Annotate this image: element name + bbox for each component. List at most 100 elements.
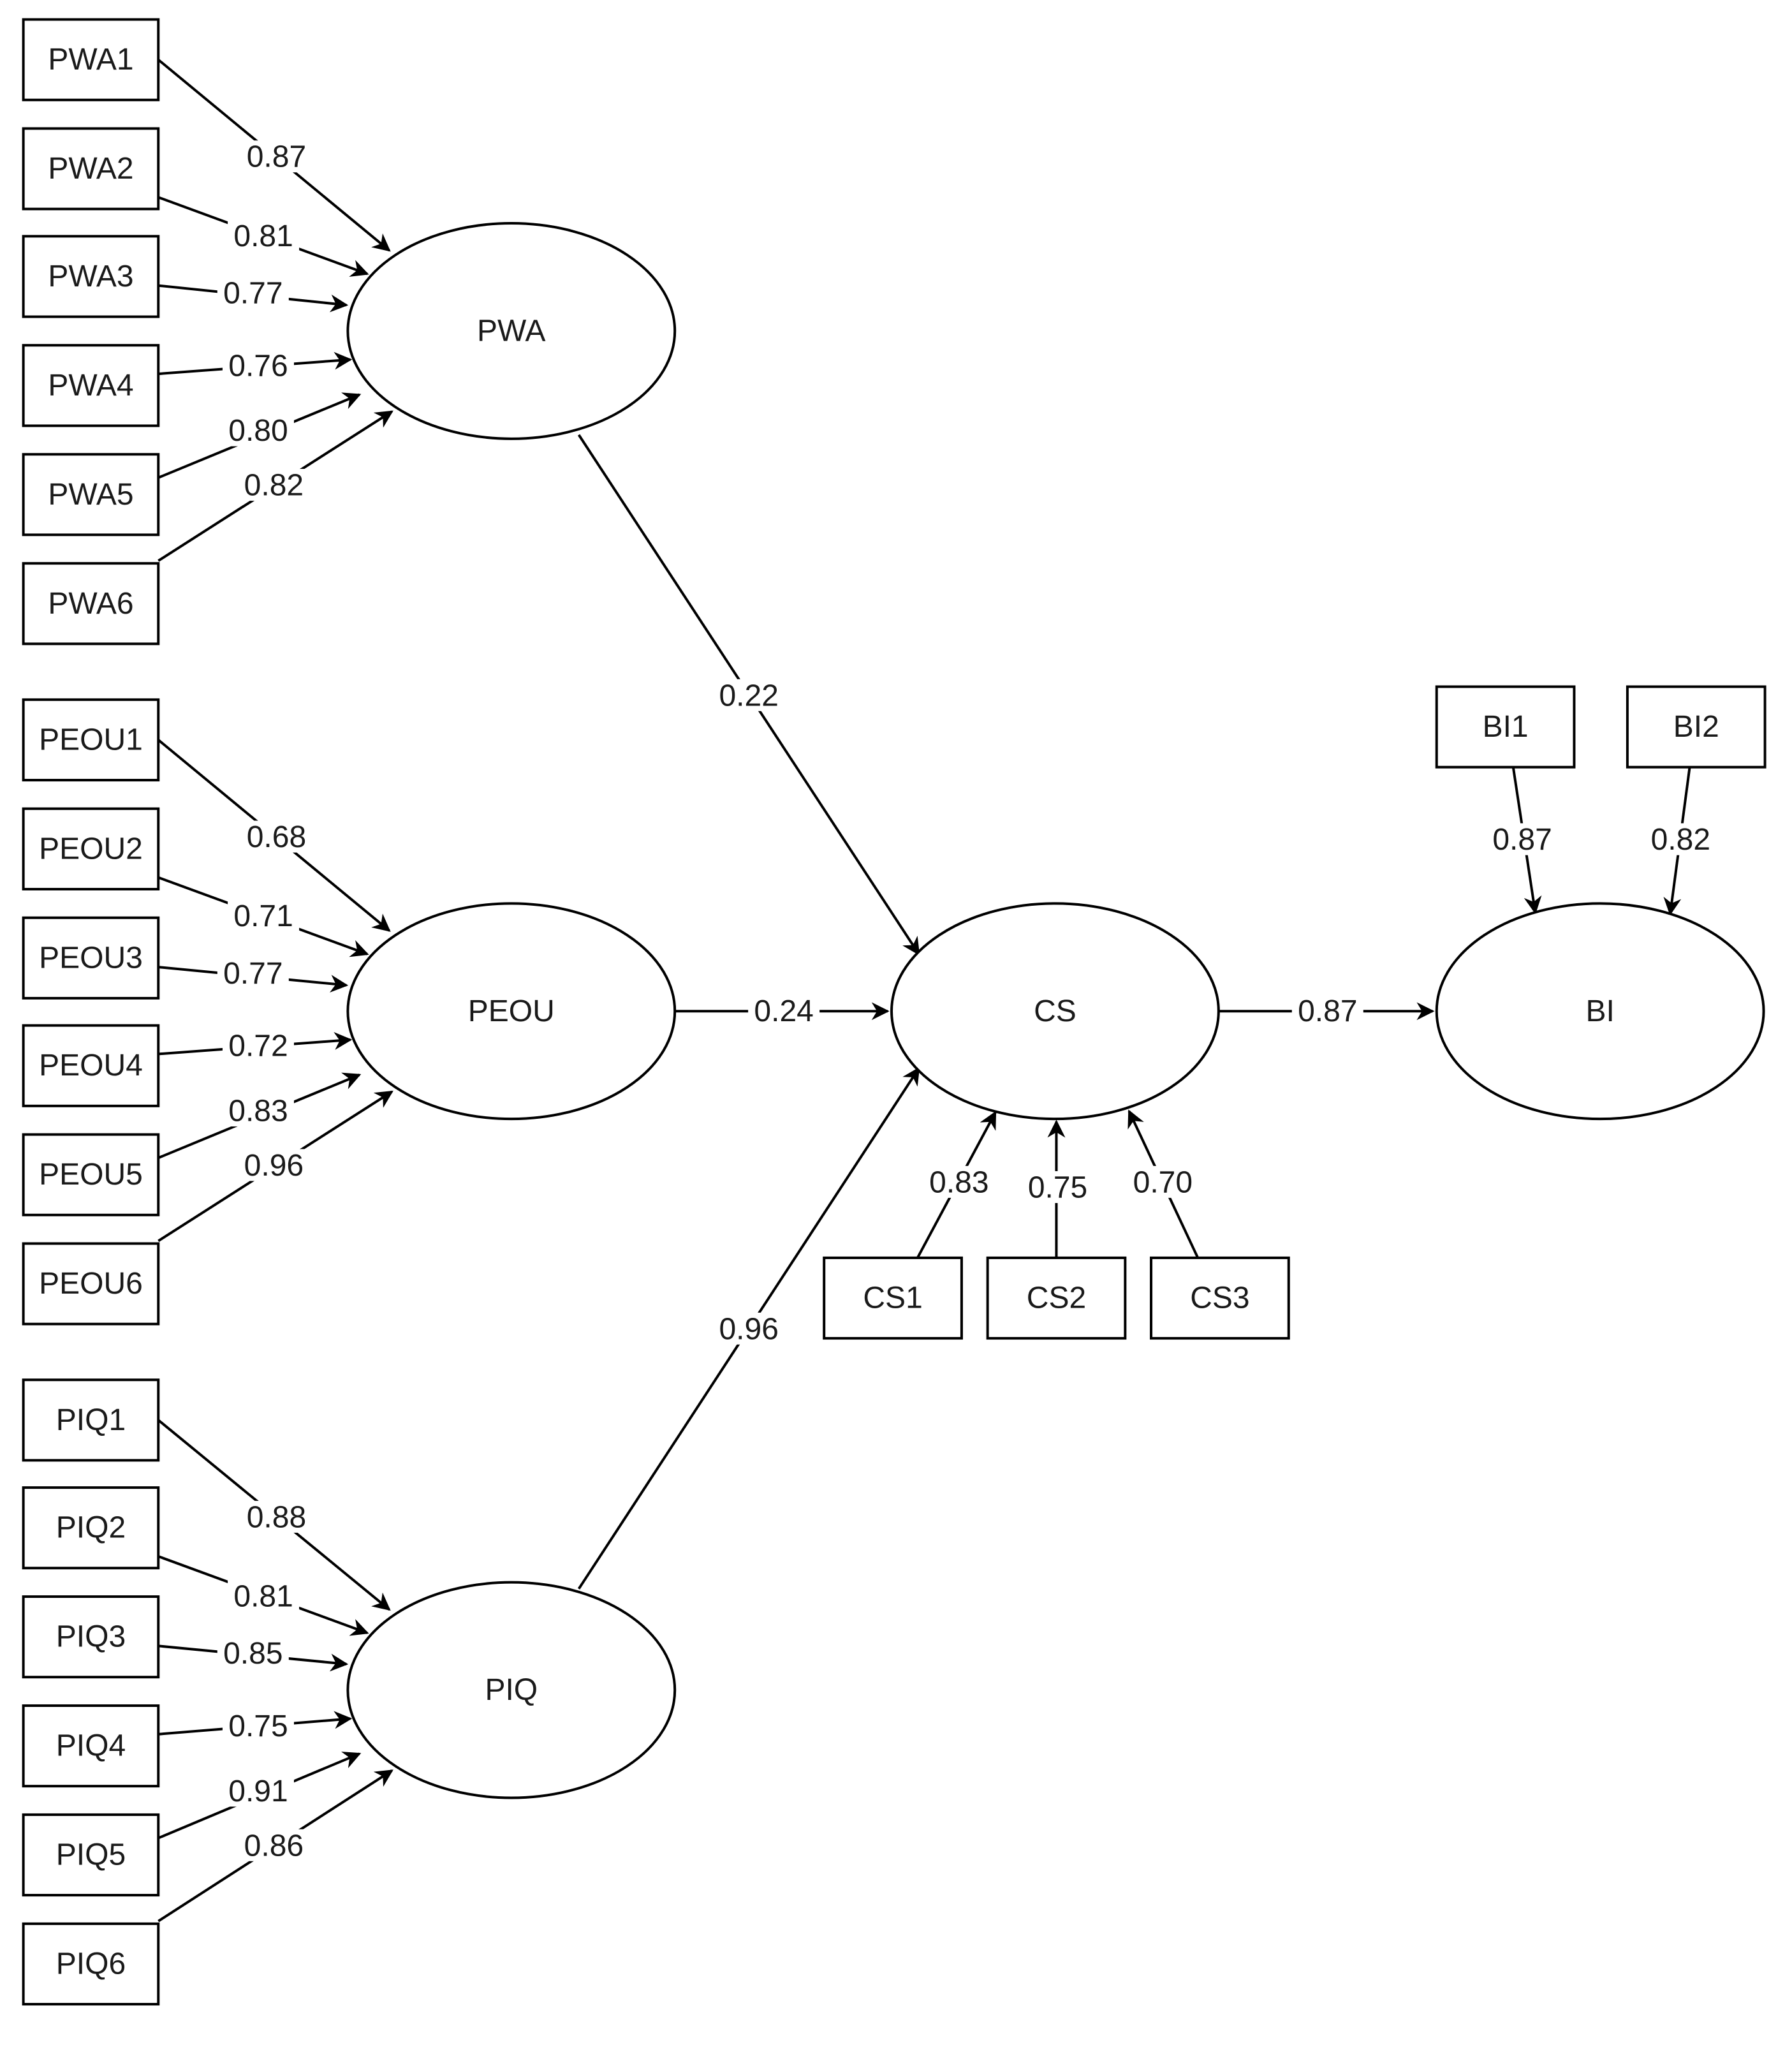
latent-label-cs: CS (1034, 994, 1076, 1028)
indicator-box (22, 235, 160, 318)
path-coefficient-piq2: 0.81 (233, 1580, 293, 1614)
indicator-box (1626, 685, 1766, 769)
path-coefficient-pwa6: 0.82 (244, 469, 304, 503)
indicator-box (22, 807, 160, 890)
path-coefficient-pwa4: 0.76 (228, 349, 288, 383)
path-coefficient-pwa1: 0.87 (247, 140, 306, 174)
path-label-bg (923, 1165, 995, 1198)
path-label-bg (222, 1030, 294, 1062)
path-coefficient-peou1: 0.68 (247, 820, 306, 854)
indicator-piq3: PIQ3 (22, 1595, 160, 1679)
path-label-bg (1645, 823, 1717, 855)
indicator-cs1: CS1 (823, 1256, 963, 1340)
indicator-label-piq1: PIQ1 (56, 1403, 126, 1437)
latent-label-pwa: PWA (477, 314, 546, 348)
path-label-bg (1022, 1171, 1094, 1204)
path-coefficient-cs2: 0.75 (1028, 1171, 1087, 1205)
path-label-bg (240, 820, 312, 853)
indicator-label-peou3: PEOU3 (39, 941, 143, 975)
path-label-bg (238, 1829, 310, 1861)
indicator-pwa4: PWA4 (22, 344, 160, 427)
indicator-box (22, 1595, 160, 1679)
path-coefficient-cs3: 0.70 (1133, 1165, 1193, 1199)
indicator-box (823, 1256, 963, 1340)
indicator-pwa6: PWA6 (22, 562, 160, 646)
path-label-bg (228, 219, 300, 252)
indicator-peou6: PEOU6 (22, 1242, 160, 1325)
path-label-bg (217, 276, 289, 309)
path-label-bg (222, 414, 294, 447)
path-label-bg (228, 1580, 300, 1613)
indicator-box (22, 18, 160, 101)
indicator-label-piq4: PIQ4 (56, 1729, 126, 1763)
path-coefficient-peou5: 0.83 (228, 1094, 288, 1128)
path-label-bg (240, 140, 312, 173)
indicator-label-cs3: CS3 (1190, 1281, 1249, 1315)
path-label-bg (222, 1775, 294, 1807)
path-label-bg (713, 1312, 785, 1345)
indicator-label-piq2: PIQ2 (56, 1511, 126, 1545)
indicator-label-peou4: PEOU4 (39, 1049, 143, 1082)
indicator-label-pwa2: PWA2 (48, 152, 133, 186)
indicator-label-peou1: PEOU1 (39, 723, 143, 757)
indicator-cs3: CS3 (1150, 1256, 1290, 1340)
latent-pwa: PWA (346, 222, 677, 440)
path-label-bg (1487, 823, 1559, 855)
path-coefficient-pwa2: 0.81 (233, 219, 293, 253)
indicator-piq4: PIQ4 (22, 1704, 160, 1788)
path-label-bg (713, 679, 785, 711)
path-coefficient-piq-to-cs: 0.96 (719, 1312, 778, 1346)
latent-peou: PEOU (346, 902, 677, 1121)
indicator-peou1: PEOU1 (22, 698, 160, 782)
path-label-bg (238, 1149, 310, 1181)
indicator-bi1: BI1 (1435, 685, 1576, 769)
indicator-label-bi1: BI1 (1483, 710, 1529, 744)
indicator-box (986, 1256, 1127, 1340)
path-label-bg (748, 994, 820, 1027)
indicator-label-pwa5: PWA5 (48, 478, 133, 512)
indicator-peou2: PEOU2 (22, 807, 160, 890)
path-coefficient-piq6: 0.86 (244, 1829, 304, 1863)
indicator-box (22, 698, 160, 782)
indicator-label-piq6: PIQ6 (56, 1947, 126, 1981)
path-label-bg (1291, 994, 1363, 1027)
path-coefficient-peou-to-cs: 0.24 (754, 994, 813, 1028)
indicator-box (1150, 1256, 1290, 1340)
latent-ellipse (1435, 902, 1765, 1121)
path-label-bg (238, 469, 310, 501)
path-coefficient-piq3: 0.85 (223, 1637, 283, 1671)
path-coefficient-peou2: 0.71 (233, 899, 293, 933)
indicator-box (22, 1486, 160, 1570)
indicator-bi2: BI2 (1626, 685, 1766, 769)
indicator-pwa3: PWA3 (22, 235, 160, 318)
path-label-bg (222, 1094, 294, 1126)
path-coefficient-piq5: 0.91 (228, 1775, 288, 1808)
indicator-box (22, 453, 160, 536)
indicator-label-bi2: BI2 (1673, 710, 1719, 744)
latent-piq: PIQ (346, 1581, 677, 1799)
indicator-cs2: CS2 (986, 1256, 1127, 1340)
indicator-box (22, 1242, 160, 1325)
indicator-box (1435, 685, 1576, 769)
indicator-box (22, 127, 160, 210)
indicator-label-cs1: CS1 (863, 1281, 922, 1315)
path-label-bg (240, 1500, 312, 1533)
path-coefficient-pwa5: 0.80 (228, 414, 288, 448)
indicator-box (22, 1378, 160, 1462)
indicator-label-pwa3: PWA3 (48, 260, 133, 293)
latent-ellipse (346, 902, 677, 1121)
latent-label-piq: PIQ (485, 1673, 538, 1707)
path-coefficient-peou6: 0.96 (244, 1149, 304, 1183)
latent-label-peou: PEOU (468, 994, 555, 1028)
path-coefficient-bi2: 0.82 (1651, 823, 1710, 857)
indicator-label-piq3: PIQ3 (56, 1620, 126, 1654)
path-label-bg (228, 899, 300, 932)
path-coefficient-cs1: 0.83 (929, 1165, 988, 1199)
path-label-bg (217, 957, 289, 989)
indicator-peou4: PEOU4 (22, 1024, 160, 1107)
path-label-bg (217, 1637, 289, 1669)
latent-cs: CS (890, 902, 1220, 1121)
path-label-bg (222, 1709, 294, 1742)
path-coefficient-pwa3: 0.77 (223, 276, 283, 310)
